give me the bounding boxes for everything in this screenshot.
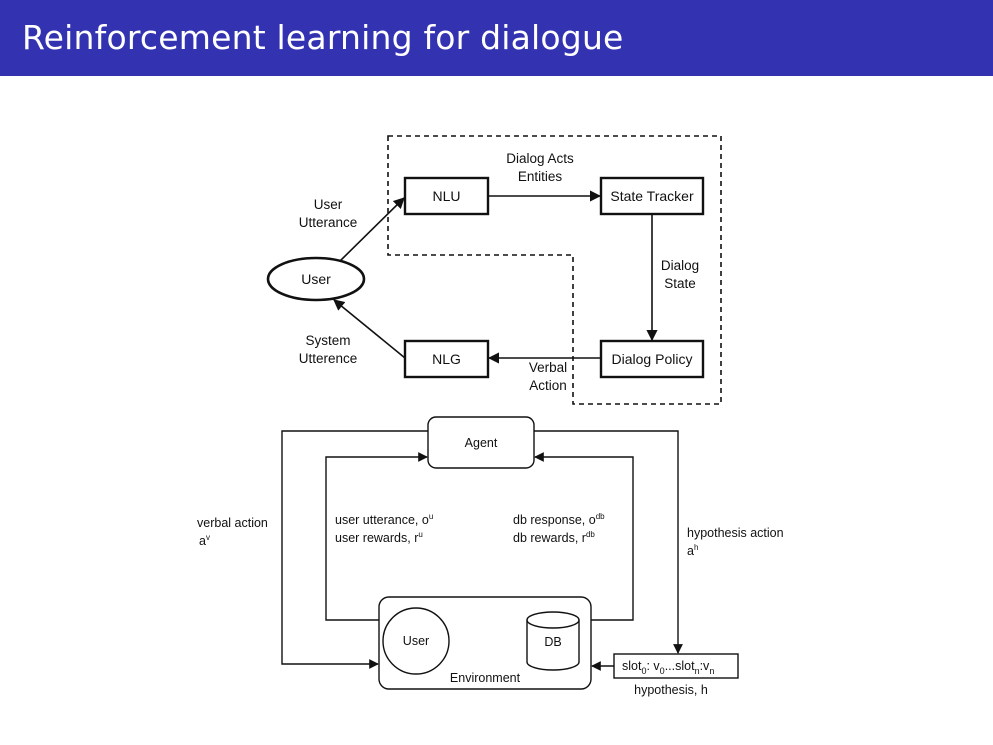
environment-label: Environment — [450, 671, 521, 685]
agent-box: Agent — [427, 416, 535, 469]
hypothesis-action-label: hypothesis action ah — [687, 526, 784, 558]
svg-text:User: User — [314, 197, 343, 212]
svg-text:user utterance, ou: user utterance, ou — [335, 512, 433, 527]
verbal-action-outer-label: verbal action av — [197, 516, 268, 548]
title-bar: Reinforcement learning for dialogue — [0, 0, 993, 76]
arrow-agent-to-environment-outer-left — [281, 430, 428, 669]
user-observation-label: user utterance, ou user rewards, ru — [335, 512, 433, 545]
svg-text:Utterance: Utterance — [299, 215, 358, 230]
verbal-action-label: Verbal Action — [529, 360, 567, 393]
svg-text:Action: Action — [529, 378, 567, 393]
dialog-state-label: Dialog State — [661, 258, 699, 291]
dialog-policy-label: Dialog Policy — [612, 351, 693, 367]
user-node-label: User — [301, 271, 331, 287]
hypothesis-caption: hypothesis, h — [634, 683, 708, 697]
nlu-box: NLU — [403, 176, 490, 216]
svg-text:State: State — [664, 276, 696, 291]
svg-text:db rewards, rdb: db rewards, rdb — [513, 530, 595, 545]
db-label: DB — [544, 635, 561, 649]
system-utterence-label: System Utterence — [299, 333, 358, 366]
svg-text:user rewards, ru: user rewards, ru — [335, 530, 423, 545]
dialog-acts-label: Dialog Acts Entities — [506, 151, 574, 184]
user-node: User — [266, 256, 366, 302]
nlg-label: NLG — [432, 351, 461, 367]
arrow-environment-to-agent-inner-left — [325, 452, 428, 621]
svg-text:hypothesis action: hypothesis action — [687, 526, 784, 540]
svg-text:System: System — [305, 333, 350, 348]
hypothesis-box: slot0: v0...slotn:vn — [613, 653, 739, 679]
state-tracker-label: State Tracker — [610, 188, 694, 204]
svg-text:Utterence: Utterence — [299, 351, 358, 366]
hypothesis-slots-label: slot0: v0...slotn:vn — [622, 659, 714, 676]
svg-text:ah: ah — [687, 543, 698, 558]
nlu-label: NLU — [432, 188, 460, 204]
db-observation-label: db response, odb db rewards, rdb — [513, 512, 605, 545]
environment-user-circle: User — [382, 607, 450, 675]
user-utterance-label: User Utterance — [299, 197, 358, 230]
svg-text:verbal action: verbal action — [197, 516, 268, 530]
svg-text:Dialog: Dialog — [661, 258, 699, 273]
agent-label: Agent — [465, 436, 498, 450]
environment-user-label: User — [403, 634, 429, 648]
svg-text:av: av — [199, 533, 210, 548]
slide-title: Reinforcement learning for dialogue — [22, 18, 624, 57]
dialog-policy-box: Dialog Policy — [599, 339, 705, 379]
svg-text:db response, odb: db response, odb — [513, 512, 605, 527]
arrow-user-to-nlu — [339, 197, 405, 262]
nlg-box: NLG — [403, 339, 490, 379]
svg-text:Entities: Entities — [518, 169, 563, 184]
arrow-environment-to-agent-inner-right — [534, 452, 634, 621]
svg-text:Dialog Acts: Dialog Acts — [506, 151, 574, 166]
arrow-nlg-to-user — [333, 299, 406, 359]
arrow-agent-to-hypothesis-outer-right — [534, 430, 683, 654]
svg-text:Verbal: Verbal — [529, 360, 567, 375]
db-cylinder: DB — [526, 611, 580, 671]
state-tracker-box: State Tracker — [599, 176, 705, 216]
dialog-manager-dashed-region — [387, 135, 722, 405]
